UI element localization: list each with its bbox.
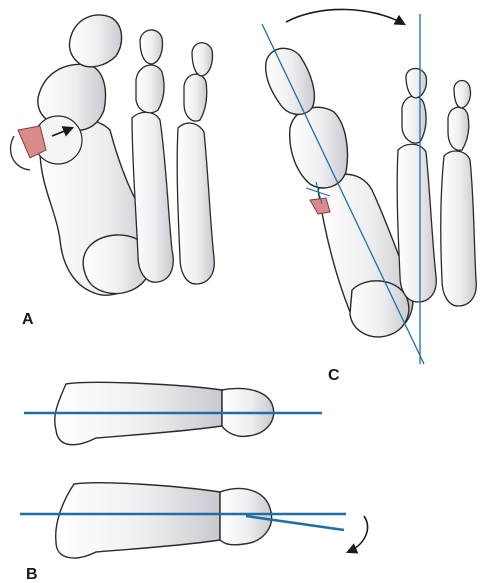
c-first-metatarsal-base xyxy=(350,281,409,337)
b-lower-metatarsal-bone xyxy=(56,483,220,558)
panel-b: B xyxy=(20,382,367,583)
c-second-metatarsal-bone xyxy=(397,144,436,302)
panel-c: C xyxy=(262,9,476,384)
panel-a: A xyxy=(11,15,215,328)
c-second-proximal-phalanx xyxy=(402,96,426,143)
b-lower-metatarsal-head xyxy=(220,489,272,545)
c-second-distal-phalanx xyxy=(406,69,427,99)
third-metatarsal-bone xyxy=(177,123,214,284)
c-third-distal-phalanx xyxy=(454,81,471,109)
c-third-metatarsal-bone xyxy=(441,151,477,306)
second-proximal-phalanx xyxy=(136,65,164,113)
hallux-distal-phalanx xyxy=(69,15,121,67)
second-metatarsal-bone xyxy=(132,112,173,282)
rotation-arrow-c xyxy=(286,9,404,24)
c-hallux-proximal-phalanx xyxy=(290,107,348,188)
second-distal-phalanx xyxy=(140,30,163,64)
third-distal-phalanx xyxy=(192,43,213,76)
third-proximal-phalanx xyxy=(184,74,207,121)
c-third-proximal-phalanx xyxy=(448,107,469,150)
b-rotation-arrow xyxy=(348,516,367,552)
panel-label-b: B xyxy=(26,566,38,583)
panel-label-c: C xyxy=(328,367,340,384)
panel-label-a: A xyxy=(22,311,34,328)
c-osteotomy-wedge xyxy=(310,198,330,214)
